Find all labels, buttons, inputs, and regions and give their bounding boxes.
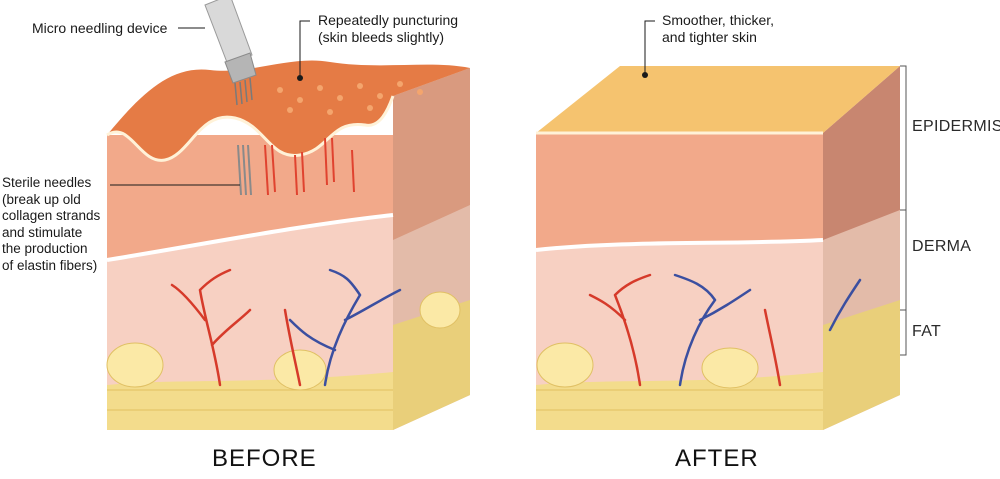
- puncture-label: Repeatedly puncturing (skin bleeds sligh…: [318, 12, 459, 45]
- puncture-callout-dot: [297, 75, 303, 81]
- after-fat-layer: [536, 372, 823, 430]
- after-caption: AFTER: [675, 445, 759, 472]
- needle-channels: [264, 137, 355, 196]
- micro-needling-device-icon: [204, 0, 257, 106]
- before-skin-block: [106, 60, 470, 430]
- after-skin-surface: [536, 66, 900, 133]
- before-side-epidermis: [393, 68, 470, 240]
- sterile-needles: [237, 144, 252, 196]
- fat-label: FAT: [912, 323, 942, 340]
- puncture-dots: [277, 81, 423, 115]
- before-blood-vessels: [170, 268, 402, 387]
- after-side-epidermis: [823, 66, 900, 240]
- after-callout-dot: [642, 72, 648, 78]
- before-caption: BEFORE: [212, 445, 317, 472]
- after-skin-label: Smoother, thicker, and tighter skin: [662, 12, 775, 45]
- after-epidermis: [536, 133, 823, 250]
- before-fat-cells: [106, 291, 461, 391]
- before-epidermis: [107, 135, 393, 260]
- callout-lines: [110, 20, 655, 186]
- epidermis-label: EPIDERMIS: [912, 118, 1000, 135]
- puncture-callout-line: [299, 20, 310, 78]
- after-fat-cells: [536, 342, 759, 389]
- device-label: Micro needling device: [32, 20, 168, 36]
- before-fat-layer: [107, 372, 393, 430]
- before-side-fat: [393, 300, 470, 430]
- after-blood-vessels: [588, 273, 862, 387]
- after-callout-line: [644, 20, 655, 75]
- after-skin-block: [535, 66, 900, 430]
- needles-label: Sterile needles (break up old collagen s…: [2, 175, 101, 273]
- layer-bracket: [900, 65, 907, 356]
- derma-label: DERMA: [912, 238, 972, 255]
- after-side-fat: [823, 300, 900, 430]
